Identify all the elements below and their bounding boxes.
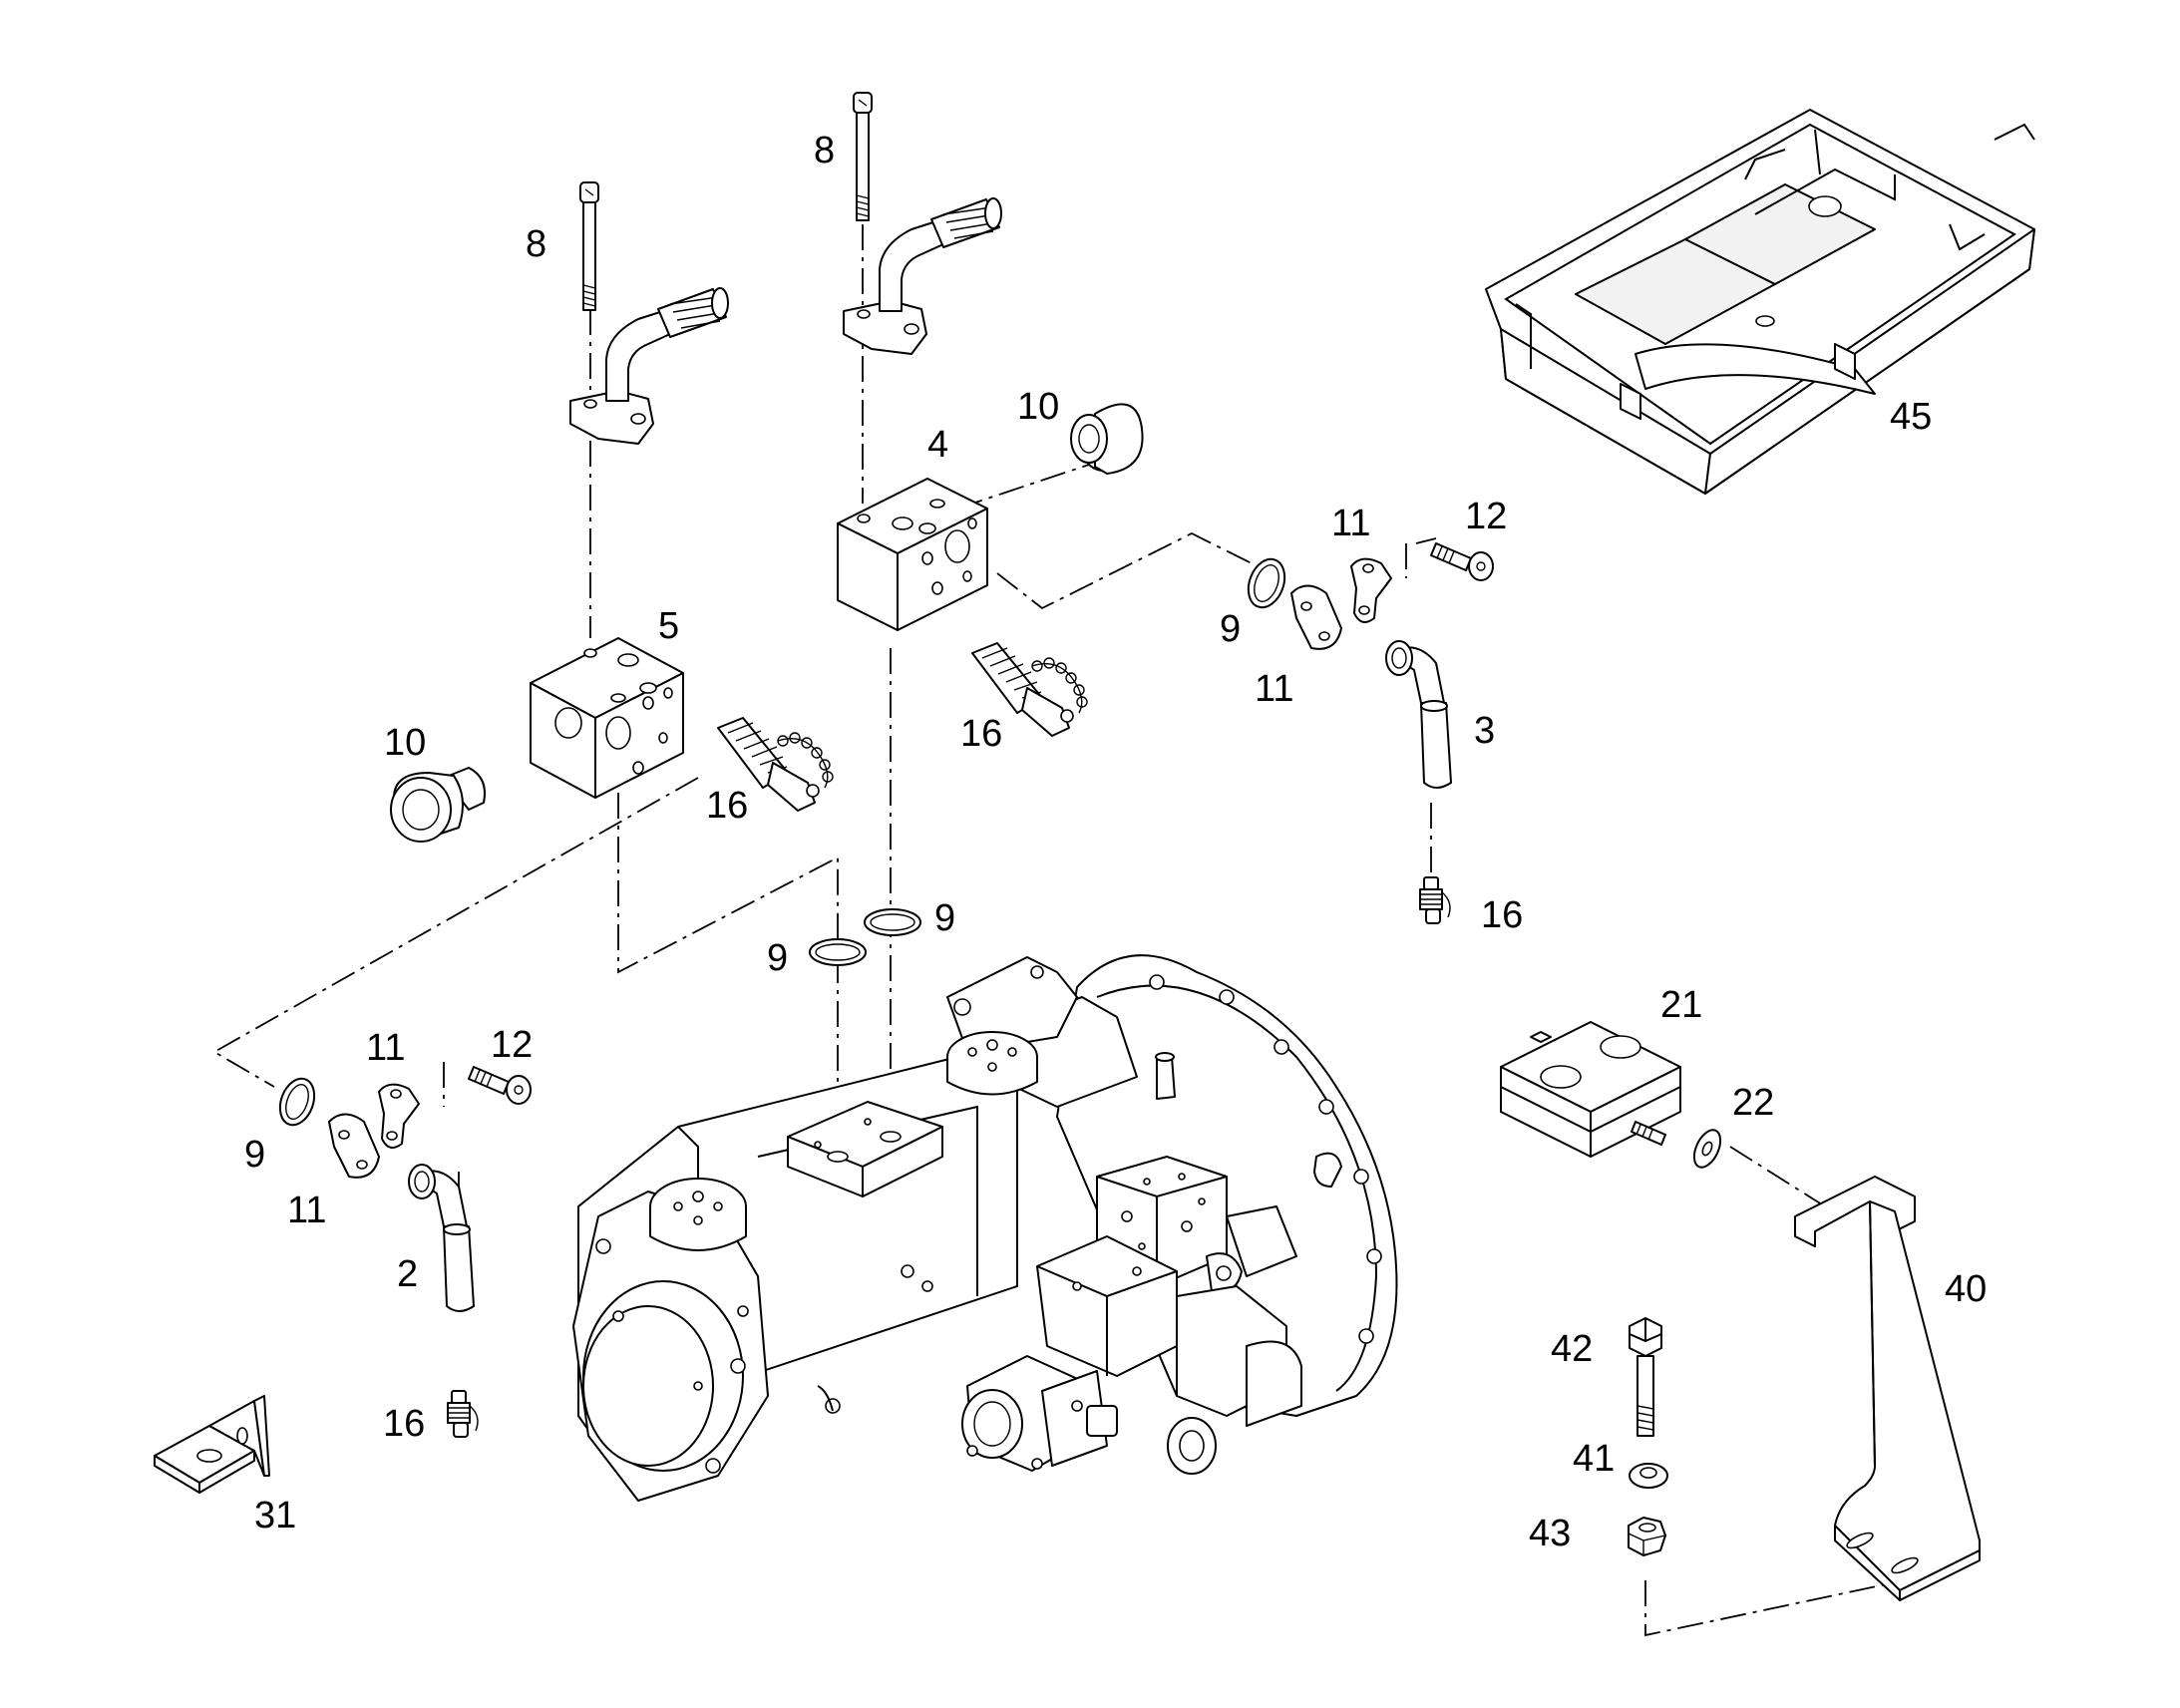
bracket-40	[1794, 1176, 1981, 1601]
callout-11-left-bottom: 11	[287, 1190, 326, 1231]
callout-10-left: 10	[384, 722, 426, 764]
check-valve-16-left	[717, 717, 834, 812]
o-ring-9-center-left	[809, 938, 867, 966]
callout-8-center: 8	[814, 130, 835, 171]
callout-12-right: 12	[1465, 496, 1507, 537]
callout-9-left: 9	[244, 1134, 265, 1176]
angle-bracket-31	[154, 1395, 270, 1494]
callout-45: 45	[1890, 396, 1932, 438]
test-coupling-16-right	[1419, 876, 1451, 924]
callout-31: 31	[254, 1495, 296, 1537]
test-coupling-16-left	[447, 1390, 479, 1438]
callout-41: 41	[1573, 1438, 1615, 1480]
callout-11-left-top: 11	[366, 1027, 405, 1069]
split-flange-11-left-a	[328, 1113, 380, 1179]
callout-42: 42	[1551, 1328, 1593, 1370]
callout-11-right-bottom: 11	[1255, 668, 1293, 710]
screw-12-left	[468, 1066, 532, 1105]
o-ring-9-left	[278, 1077, 316, 1127]
plug-10-top	[1070, 403, 1144, 475]
callout-labels: 8 8 10 4 45 11 12 9 11 3 16 5 10 16 16 9…	[244, 130, 1987, 1554]
hose-fitting-center	[843, 197, 1002, 355]
callout-5: 5	[658, 605, 679, 647]
washer-41	[1629, 1463, 1668, 1489]
hydraulic-pump-assembly	[572, 954, 1398, 1502]
elbow-tube-2	[408, 1164, 475, 1312]
plug-10-left	[390, 767, 486, 843]
callout-3: 3	[1474, 710, 1495, 752]
valve-block-5	[530, 637, 684, 799]
callout-9-center-left: 9	[767, 937, 788, 979]
callout-16-left-bottom: 16	[383, 1403, 425, 1445]
tray-45	[1485, 109, 2035, 495]
o-ring-9-center-right	[864, 908, 921, 936]
o-ring-9-right	[1247, 557, 1286, 609]
assembly-leader-lines	[212, 224, 1906, 1637]
callout-16-center: 16	[960, 713, 1002, 755]
callout-22: 22	[1732, 1082, 1774, 1124]
bolt-8-center	[853, 92, 873, 221]
callout-16-right: 16	[1481, 894, 1523, 936]
bolt-42	[1629, 1317, 1662, 1437]
elbow-tube-3	[1385, 640, 1452, 789]
callout-43: 43	[1529, 1513, 1571, 1554]
callout-10-top: 10	[1017, 386, 1059, 428]
clamp-block-21	[1500, 1021, 1681, 1158]
washer-22	[1692, 1129, 1722, 1169]
split-flange-11-left-b	[378, 1083, 420, 1149]
hose-fitting-left	[569, 287, 729, 445]
callout-8-left: 8	[526, 223, 546, 265]
callout-21: 21	[1660, 984, 1702, 1026]
check-valve-16-center	[971, 642, 1088, 737]
valve-block-4	[837, 478, 988, 631]
bolt-8-left	[579, 181, 599, 311]
callout-9-center-right: 9	[934, 897, 955, 939]
callout-12-left: 12	[491, 1024, 533, 1066]
screw-12-right	[1430, 542, 1494, 581]
split-flange-11-right-b	[1350, 557, 1392, 623]
split-flange-11-right-a	[1290, 584, 1342, 650]
callout-4: 4	[927, 424, 948, 466]
callout-16-left-top: 16	[706, 785, 748, 827]
callout-9-right: 9	[1220, 608, 1241, 650]
nut-43	[1628, 1517, 1666, 1556]
callout-2: 2	[397, 1253, 418, 1295]
callout-11-right-top: 11	[1331, 503, 1370, 544]
callout-40: 40	[1945, 1268, 1987, 1310]
